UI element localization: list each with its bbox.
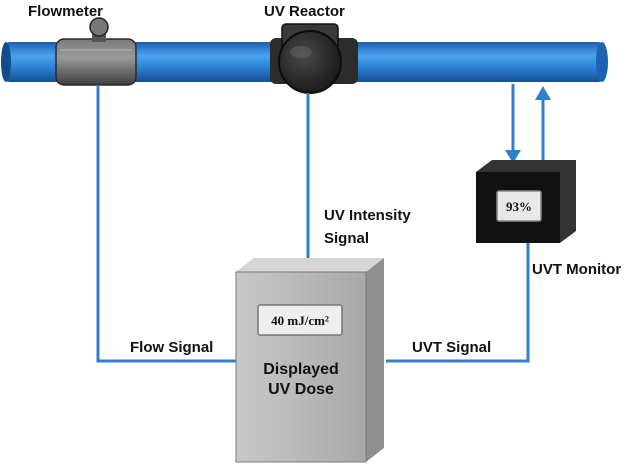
dose-display-value: 40 mJ/cm² <box>271 313 329 328</box>
uvt-display-value: 93% <box>506 199 532 214</box>
uv-intensity-label: UV Intensity <box>324 207 411 224</box>
displayed-label: Displayed <box>263 361 339 378</box>
uv-intensity-signal-label: Signal <box>324 230 369 247</box>
flowmeter-label: Flowmeter <box>28 3 103 20</box>
flowmeter-device <box>55 17 137 86</box>
arrow-up-icon <box>535 86 551 100</box>
flow-signal-line <box>96 85 236 363</box>
uv-reactor-label: UV Reactor <box>264 3 345 20</box>
uvt-signal-line <box>386 241 530 363</box>
sample-arrows <box>505 84 551 167</box>
uvt-signal-label: UVT Signal <box>412 339 491 356</box>
dose-display-box: 40 mJ/cm² Displayed UV Dose <box>235 258 384 463</box>
uv-reactor-device <box>270 23 358 94</box>
signal-lines <box>96 85 530 363</box>
uv-dose-label: UV Dose <box>268 381 334 398</box>
flow-signal-label: Flow Signal <box>130 339 213 356</box>
uvt-monitor-device: 93% <box>476 160 576 243</box>
arrow-down-icon <box>505 150 521 163</box>
uvt-monitor-label: UVT Monitor <box>532 261 621 278</box>
